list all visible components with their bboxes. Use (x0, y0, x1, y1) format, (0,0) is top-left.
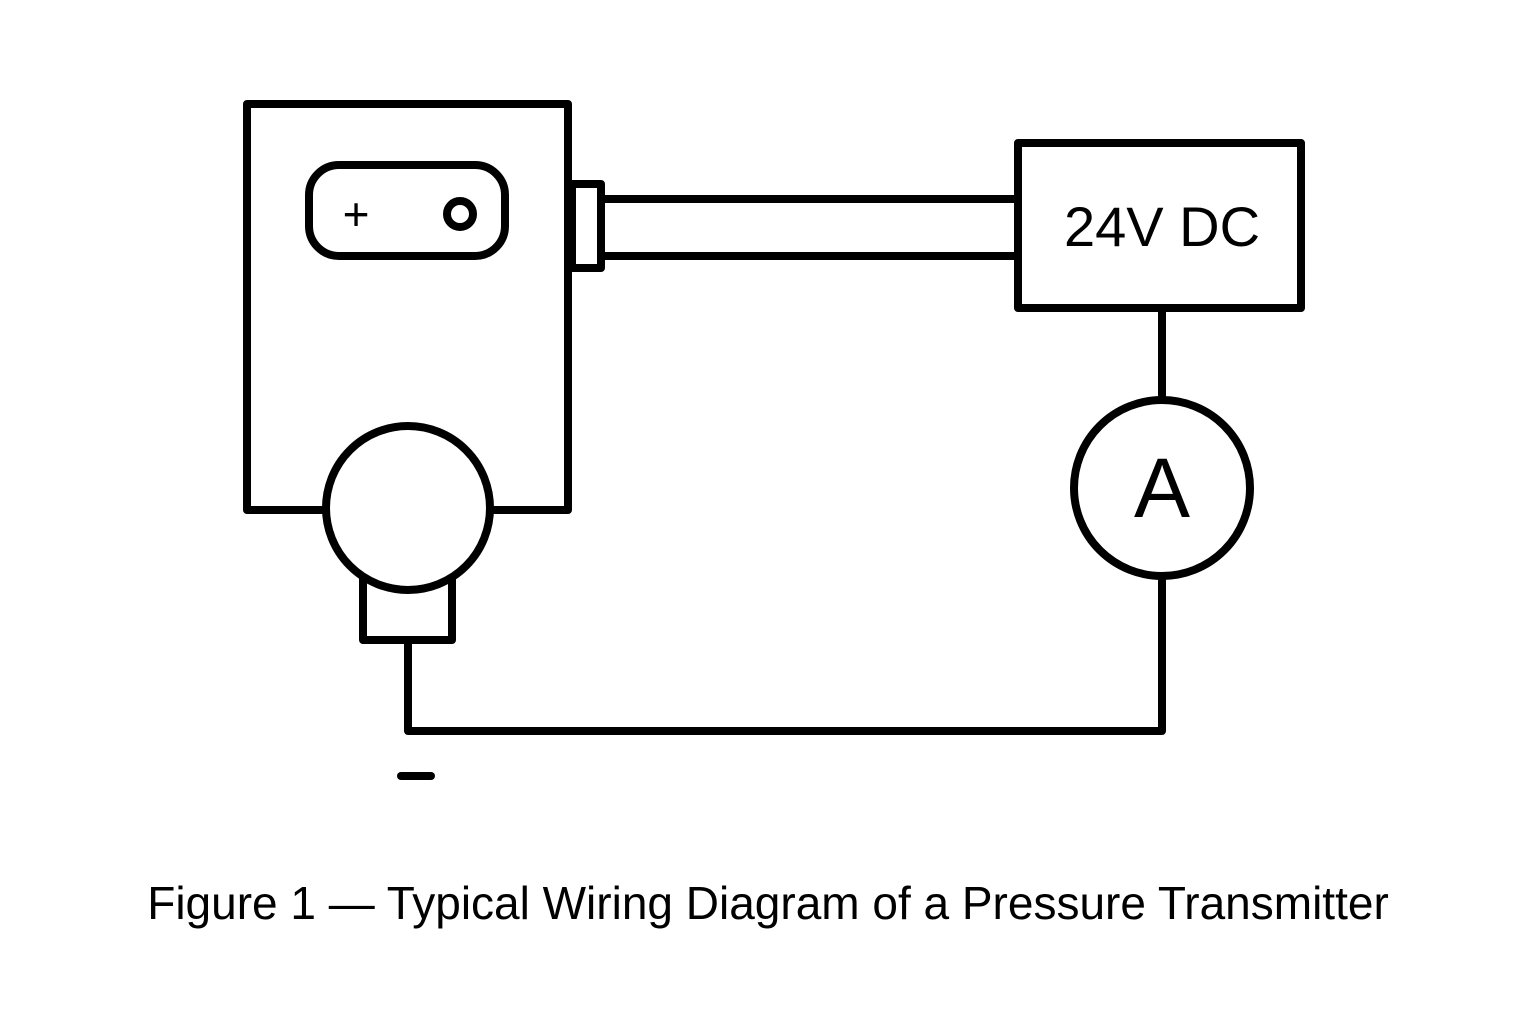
terminal-screw-icon (443, 197, 477, 231)
side-connector (568, 180, 605, 272)
pressure-sensor-circle (322, 422, 494, 594)
plus-terminal-symbol: + (343, 188, 370, 240)
wire-return-negative (404, 572, 1166, 735)
terminal-block (305, 161, 509, 260)
figure-caption: Figure 1 — Typical Wiring Diagram of a P… (147, 877, 1389, 929)
ammeter-label: A (1134, 441, 1190, 535)
power-supply-label: 24V DC (1064, 195, 1260, 258)
power-supply-box (1014, 139, 1305, 312)
